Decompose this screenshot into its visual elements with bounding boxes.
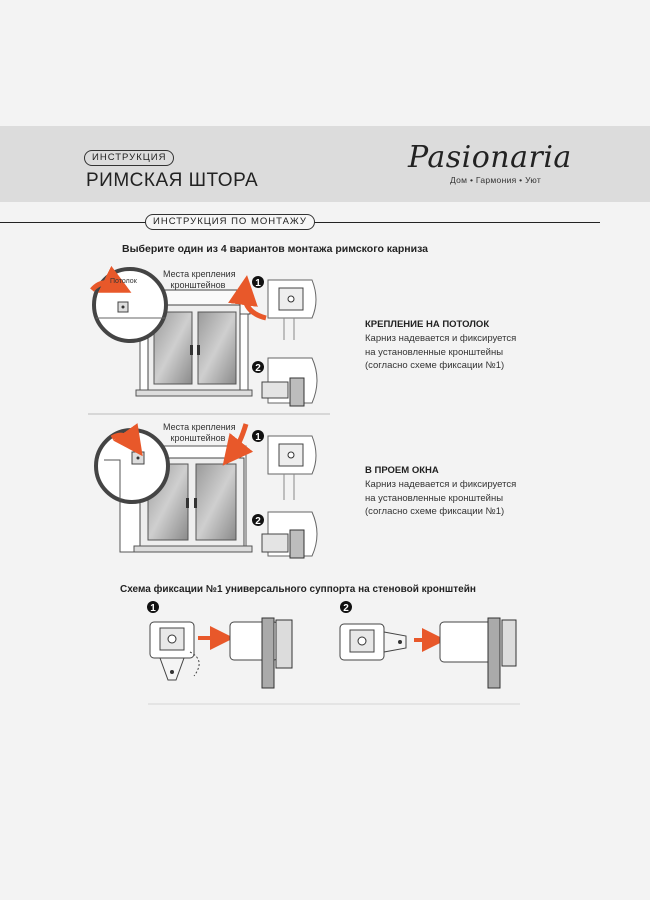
opening-description-line3: (согласно схеме фиксации №1) (365, 506, 505, 517)
ceiling-arrow (90, 265, 132, 293)
ceiling-step1-bracket (267, 279, 317, 340)
opening-step2-bracket (261, 511, 318, 559)
scheme-step2: 2 (339, 601, 517, 689)
ceiling-description-line2: на установленные кронштейны (365, 346, 504, 358)
opening-mount-label-line1: Места крепления (163, 422, 236, 432)
ceiling-step-numbers: 1 2 (252, 276, 264, 374)
svg-text:2: 2 (255, 516, 261, 527)
ceiling-step-arrow (228, 275, 267, 321)
opening-description-line1: Карниз надевается и фиксируется (365, 479, 517, 490)
opening-step-numbers: 1 2 (252, 430, 264, 527)
ceiling-mount-title: КРЕПЛЕНИЕ НА ПОТОЛОК (365, 319, 490, 330)
svg-text:2: 2 (343, 603, 349, 614)
header-band: ИНСТРУКЦИЯ РИМСКАЯ ШТОРА Pasionaria Дом … (0, 126, 650, 202)
ceiling-description-line1: Карниз надевается и фиксируется (365, 333, 517, 344)
installation-badge: ИНСТРУКЦИЯ ПО МОНТАЖУ (145, 214, 315, 230)
ceiling-description-line3: (согласно схеме фиксации №1) (365, 360, 505, 371)
svg-text:1: 1 (255, 432, 261, 443)
opening-description-line2: на установленные кронштейны (365, 492, 504, 504)
opening-mount-arrow (222, 423, 254, 466)
ceiling-mount-label-line2: кронштейнов (170, 280, 226, 290)
scheme-step1: 1 (147, 601, 293, 689)
ceiling-mount-label: Места крепления кронштейнов (163, 269, 236, 291)
ceiling-mount-description: Карниз надевается и фиксируется на устан… (365, 332, 516, 373)
window-opening-description: Карниз надевается и фиксируется на устан… (365, 478, 516, 519)
document-title: РИМСКАЯ ШТОРА (86, 170, 259, 191)
ceiling-mount-label-line1: Места крепления (163, 269, 236, 279)
window-opening-title: В ПРОЕМ ОКНА (365, 465, 439, 476)
opening-arrow (110, 423, 143, 457)
opening-step1-bracket (267, 435, 317, 500)
ceiling-step2-bracket (261, 357, 318, 407)
ceiling-label: Потолок (110, 278, 137, 285)
opening-mount-label: Места крепления кронштейнов (163, 422, 236, 444)
brand-logo: Pasionaria (408, 140, 572, 175)
brand-tagline: Дом • Гармония • Уют (450, 175, 542, 185)
opening-mount-label-line2: кронштейнов (170, 433, 226, 443)
variants-subtitle: Выберите один из 4 вариантов монтажа рим… (122, 243, 428, 255)
svg-text:2: 2 (255, 363, 261, 374)
instruction-badge: ИНСТРУКЦИЯ (84, 150, 175, 166)
scheme-title: Схема фиксации №1 универсального суппорт… (120, 584, 476, 595)
svg-text:1: 1 (150, 603, 156, 614)
svg-text:1: 1 (255, 278, 261, 289)
